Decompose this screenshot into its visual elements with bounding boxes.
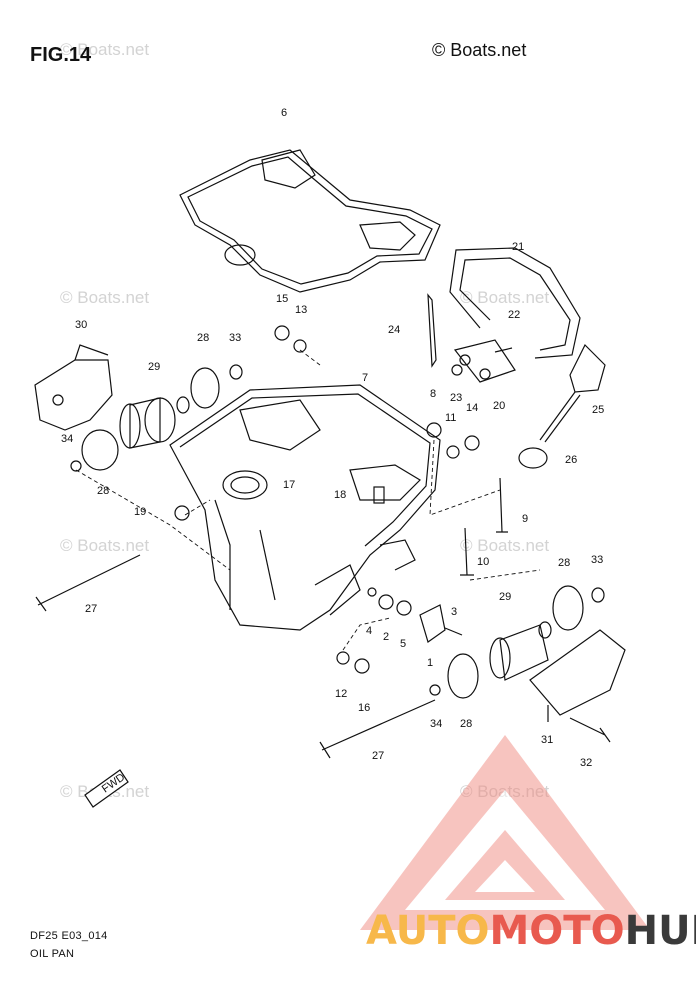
bolt-part-32 xyxy=(569,717,611,743)
diagram-code: DF25 E03_014 xyxy=(30,930,108,942)
mount-part-29-left xyxy=(119,396,190,449)
part-2 xyxy=(378,594,394,610)
callout-24: 24 xyxy=(388,324,400,336)
bolt-part-9 xyxy=(496,477,508,533)
ring-part-28-upper xyxy=(190,367,220,409)
callout-34-right: 34 xyxy=(430,718,442,730)
watermark-text: © Boats.net xyxy=(460,536,550,555)
fwd-arrow-icon: FWD xyxy=(84,769,129,808)
callout-25: 25 xyxy=(592,404,604,416)
bolt-part-3 xyxy=(444,627,463,636)
callout-6: 6 xyxy=(281,107,287,119)
callout-26: 26 xyxy=(565,454,577,466)
callout-10: 10 xyxy=(477,556,489,568)
hose-part-21 xyxy=(449,247,581,359)
callout-22: 22 xyxy=(508,309,520,321)
bracket-part-30 xyxy=(34,344,113,431)
callout-1: 1 xyxy=(427,657,433,669)
callout-23: 23 xyxy=(450,392,462,404)
callout-29-right: 29 xyxy=(499,591,511,603)
callout-27-lower: 27 xyxy=(372,750,384,762)
page-title: FIG.14 xyxy=(30,44,92,66)
ring-part-28-right-lower xyxy=(447,653,479,699)
gasket-part-6 xyxy=(179,149,441,293)
cap-part-33-left xyxy=(229,364,243,380)
dipstick-part-25 xyxy=(539,343,606,443)
guide-lines xyxy=(75,349,541,651)
mount-part-29-right xyxy=(489,621,552,681)
watermark-text: © Boats.net xyxy=(60,536,150,555)
cap-part-33-right xyxy=(591,587,605,603)
bolt-part-10 xyxy=(460,527,474,576)
callout-7: 7 xyxy=(362,372,368,384)
callout-14: 14 xyxy=(466,402,478,414)
bolt-part-27-upper xyxy=(35,554,141,612)
cover-part-1 xyxy=(419,604,446,643)
washer-part-13 xyxy=(293,339,307,353)
diagram-subtitle: OIL PAN xyxy=(30,948,75,960)
callout-13: 13 xyxy=(295,304,307,316)
callout-27-upper: 27 xyxy=(85,603,97,615)
callout-17: 17 xyxy=(283,479,295,491)
callout-4: 4 xyxy=(366,625,372,637)
callout-34-left: 34 xyxy=(61,433,73,445)
oil-pan-part-7 xyxy=(169,384,441,631)
callout-21: 21 xyxy=(512,241,524,253)
part-4 xyxy=(367,587,377,597)
plug-part-14 xyxy=(464,435,480,451)
callout-5: 5 xyxy=(400,638,406,650)
fitting-part-20 xyxy=(453,339,516,383)
brand-logo-text: AUTOMOTOHUB xyxy=(366,908,696,954)
plug-part-8 xyxy=(426,422,442,438)
o-ring-part-5 xyxy=(396,600,412,616)
callout-33-right: 33 xyxy=(591,554,603,566)
callout-19: 19 xyxy=(134,506,146,518)
ring-part-28-right-upper xyxy=(552,585,584,631)
callout-labels: 1 2 3 4 5 6 7 8 9 10 11 12 13 14 15 16 1… xyxy=(61,107,604,769)
callout-20: 20 xyxy=(493,400,505,412)
callout-28-right: 28 xyxy=(558,557,570,569)
washer-part-23 xyxy=(451,364,463,376)
callout-18: 18 xyxy=(334,489,346,501)
washer-part-12 xyxy=(336,651,350,665)
plug-part-15 xyxy=(274,325,290,341)
callout-8: 8 xyxy=(430,388,436,400)
callout-3: 3 xyxy=(451,606,457,618)
copyright-notice: © Boats.net xyxy=(432,40,527,60)
o-ring-part-26 xyxy=(518,447,548,469)
callout-32: 32 xyxy=(580,757,592,769)
callout-9: 9 xyxy=(522,513,528,525)
callout-12: 12 xyxy=(335,688,347,700)
callout-33-left: 33 xyxy=(229,332,241,344)
brand-logo-triangle xyxy=(360,735,650,930)
watermark-text: © Boats.net xyxy=(60,288,150,307)
callout-15: 15 xyxy=(276,293,288,305)
pin-part-18 xyxy=(373,486,385,504)
callout-28-upper: 28 xyxy=(197,332,209,344)
washer-part-34-right xyxy=(429,684,441,696)
watermark-text: © Boats.net xyxy=(60,40,150,59)
callout-30: 30 xyxy=(75,319,87,331)
washer-part-34-left xyxy=(70,460,82,472)
bolt-part-19 xyxy=(174,505,190,521)
ring-part-28-lower xyxy=(81,429,119,471)
bracket-part-31 xyxy=(529,629,626,722)
callout-29-left: 29 xyxy=(148,361,160,373)
brand-part-moto: MOTO xyxy=(489,908,625,954)
watermark-text: © Boats.net xyxy=(460,288,550,307)
brand-part-auto: AUTO xyxy=(366,908,490,954)
callout-31: 31 xyxy=(541,734,553,746)
plug-part-16 xyxy=(354,658,370,674)
callout-28-bottom: 28 xyxy=(460,718,472,730)
rod-part-24 xyxy=(427,293,437,368)
callout-2: 2 xyxy=(383,631,389,643)
callout-16: 16 xyxy=(358,702,370,714)
bolt-part-27-lower xyxy=(319,699,436,759)
callout-28-left: 28 xyxy=(97,485,109,497)
brand-part-hub: HUB xyxy=(624,908,696,954)
washer-part-11 xyxy=(446,445,460,459)
callout-11: 11 xyxy=(445,412,456,424)
